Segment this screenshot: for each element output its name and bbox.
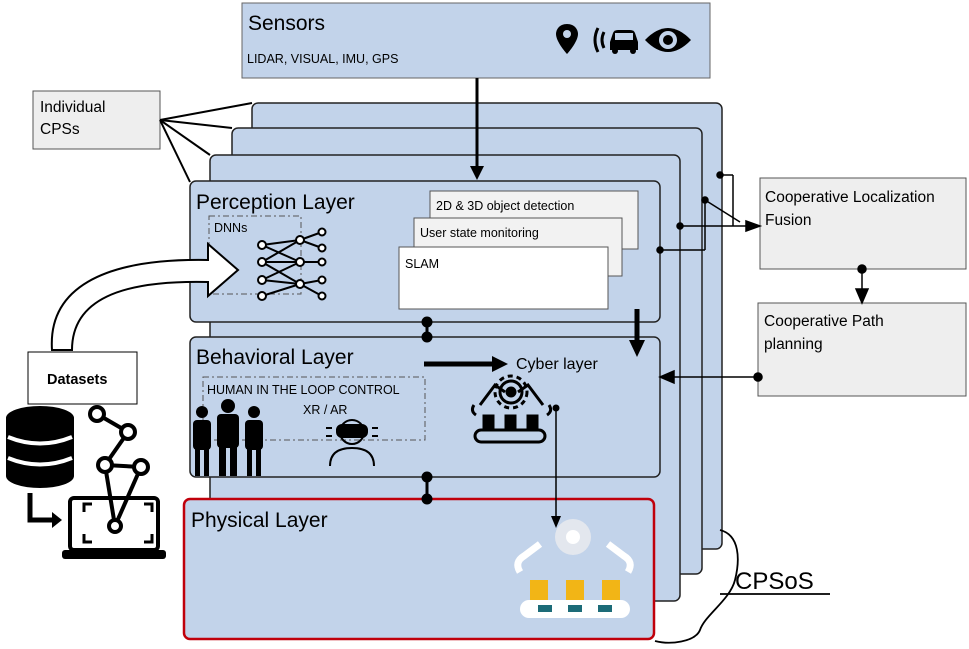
- cyber-arrow: [424, 356, 508, 372]
- coop-path-box: Cooperative Path planning: [757, 302, 967, 397]
- card-slam-label: SLAM: [405, 257, 439, 271]
- card-user-state-label: User state monitoring: [420, 226, 539, 240]
- physical-layer-title: Physical Layer: [191, 509, 328, 532]
- car-sensor-icon: [593, 27, 638, 54]
- sensors-box: Sensors LIDAR, VISUAL, IMU, GPS: [241, 2, 711, 79]
- eye-icon: [645, 28, 691, 52]
- robot-arms-color-icon: [514, 519, 634, 618]
- laptop-graph-icon: [27, 405, 166, 559]
- individual-cps-box: Individual CPSs: [32, 90, 161, 150]
- robot-arms-icon: [470, 374, 553, 444]
- perception-to-behavioral-arrow: [629, 309, 645, 357]
- behavioral-layer-title: Behavioral Layer: [196, 346, 354, 369]
- datasets-label: Datasets: [47, 372, 107, 388]
- individual-cps-line2: CPSs: [40, 121, 80, 138]
- coop-connectors: [656, 171, 870, 385]
- neural-network-icon: [257, 227, 327, 301]
- perception-layer-title: Perception Layer: [196, 191, 355, 214]
- individual-cps-line1: Individual: [40, 99, 106, 116]
- coop-localization-box: Cooperative Localization Fusion: [759, 177, 967, 270]
- coop-localization-line1: Cooperative Localization: [765, 189, 935, 206]
- hitl-label: HUMAN IN THE LOOP CONTROL: [207, 383, 400, 397]
- physical-layer: Physical Layer: [182, 497, 656, 641]
- layer-connectors: [421, 316, 433, 505]
- card-object-detection-label: 2D & 3D object detection: [436, 199, 574, 213]
- datasets-curved-arrow: [50, 241, 240, 351]
- hitl-dashed-box: [202, 376, 426, 441]
- people-group-icon: [193, 399, 263, 476]
- dnn-dashed-box: [208, 215, 302, 295]
- map-pin-icon: [556, 24, 578, 54]
- cyber-layer-label: Cyber layer: [516, 356, 598, 373]
- behavioral-layer: Behavioral Layer HUMAN IN THE LOOP CONTR…: [189, 336, 661, 478]
- database-icon: [6, 406, 74, 488]
- xr-label: XR / AR: [303, 403, 347, 417]
- datasets-group: Datasets: [6, 241, 240, 559]
- cpsos-bracket: [654, 529, 739, 644]
- dnn-label: DNNs: [214, 221, 247, 235]
- card-slam: [398, 246, 609, 310]
- coop-path-line2: planning: [764, 336, 823, 353]
- sensors-subtitle: LIDAR, VISUAL, IMU, GPS: [247, 52, 398, 66]
- cpsos-group: CPSoS: [654, 529, 830, 644]
- sensors-to-perception-arrow: [470, 78, 484, 180]
- individual-cps-pointer-lines: [159, 102, 253, 183]
- perception-layer: Perception Layer DNNs 2D & 3D object det…: [189, 180, 661, 323]
- cpsos-label: CPSoS: [735, 568, 814, 595]
- sensors-title: Sensors: [248, 12, 325, 35]
- coop-localization-line2: Fusion: [765, 212, 812, 229]
- cyber-to-physical-arrow: [551, 404, 561, 528]
- vr-headset-user-icon: [326, 419, 378, 467]
- coop-path-line1: Cooperative Path: [764, 313, 884, 330]
